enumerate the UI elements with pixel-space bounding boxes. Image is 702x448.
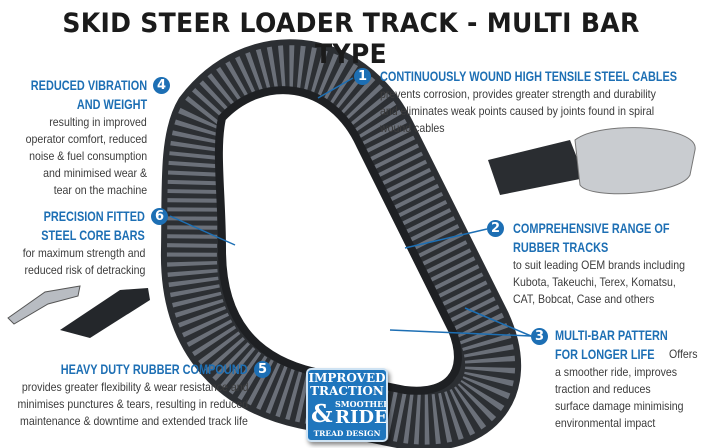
feature-steel-cables: CONTINUOUSLY WOUND HIGH TENSILE STEEL CA… (380, 67, 702, 137)
body-line: environmental impact (555, 416, 656, 430)
number-badge-3: 3 (531, 328, 548, 345)
leader-lines (169, 77, 532, 337)
feature-reduced-vibration: REDUCED VIBRATION AND WEIGHT resulting i… (0, 76, 147, 199)
body-line: noise & fuel consumption (28, 149, 147, 163)
feature-rubber-compound: HEAVY DUTY RUBBER COMPOUND provides grea… (0, 360, 248, 430)
body-line: reduced risk of detracking (24, 263, 145, 277)
feature-steel-core-bars: PRECISION FITTED STEEL CORE BARS for max… (6, 207, 145, 279)
heading-line: STEEL CORE BARS (41, 227, 145, 243)
heading-line: REDUCED VIBRATION (30, 77, 147, 93)
body-line: maintenance & downtime and extended trac… (20, 414, 248, 428)
body-line: operator comfort, reduced (25, 132, 147, 146)
body-line: to suit leading OEM brands including (513, 258, 685, 272)
feature-heading: CONTINUOUSLY WOUND HIGH TENSILE STEEL CA… (380, 68, 678, 84)
feature-multi-bar-pattern: MULTI-BAR PATTERN FOR LONGER LIFE Offers… (555, 326, 702, 432)
tread-design-badge: IMPROVED TRACTION SMOOTHER & RIDE TREAD … (306, 368, 388, 442)
feature-heading: HEAVY DUTY RUBBER COMPOUND (61, 361, 248, 377)
badge-line: IMPROVED (308, 371, 386, 385)
heading-line: COMPREHENSIVE RANGE OF (513, 220, 670, 236)
number-badge-4: 4 (153, 77, 170, 94)
badge-line: TREAD DESIGN (313, 429, 381, 438)
heading-line: PRECISION FITTED (43, 208, 145, 224)
core-bar-image (7, 285, 150, 338)
body-line: and eliminates weak points caused by joi… (380, 104, 655, 118)
body-line: for maximum strength and (22, 246, 145, 260)
number-badge-1: 1 (354, 68, 371, 85)
badge-line: RIDE (335, 407, 388, 428)
steel-cable-image (488, 127, 696, 195)
badge-line: SMOOTHER (335, 399, 388, 409)
badge-ampersand: & (311, 399, 333, 428)
heading-line: FOR LONGER LIFE (555, 346, 655, 362)
body-line: Kubota, Takeuchi, Terex, Komatsu, (513, 275, 676, 289)
heading-line: AND WEIGHT (76, 96, 147, 112)
heading-line: RUBBER TRACKS (513, 239, 609, 255)
body-line: prevents corrosion, provides greater str… (380, 87, 656, 101)
number-badge-6: 6 (151, 208, 168, 225)
body-line: and minimised wear & (43, 166, 147, 180)
body-line: provides greater flexibility & wear resi… (21, 380, 248, 394)
body-line: resulting in improved (49, 115, 147, 129)
body-line: a smoother ride, improves (555, 365, 678, 379)
page-title: SKID STEER LOADER TRACK - MULTI BAR TYPE (62, 8, 640, 70)
feature-range-of-tracks: COMPREHENSIVE RANGE OF RUBBER TRACKS to … (513, 219, 702, 308)
body-line: wound cables (380, 121, 445, 135)
body-inline: Offers (669, 347, 698, 361)
badge-line: TRACTION (310, 384, 384, 398)
body-line: tear on the machine (53, 183, 147, 197)
body-line: CAT, Bobcat, Case and others (513, 292, 655, 306)
body-line: surface damage minimising (555, 399, 684, 413)
heading-line-row: FOR LONGER LIFE Offers (555, 345, 702, 364)
body-line: minimises punctures & tears, resulting i… (17, 397, 248, 411)
heading-line: MULTI-BAR PATTERN (555, 327, 668, 343)
body-line: traction and reduces (555, 382, 651, 396)
number-badge-5: 5 (254, 361, 271, 378)
number-badge-2: 2 (487, 220, 504, 237)
